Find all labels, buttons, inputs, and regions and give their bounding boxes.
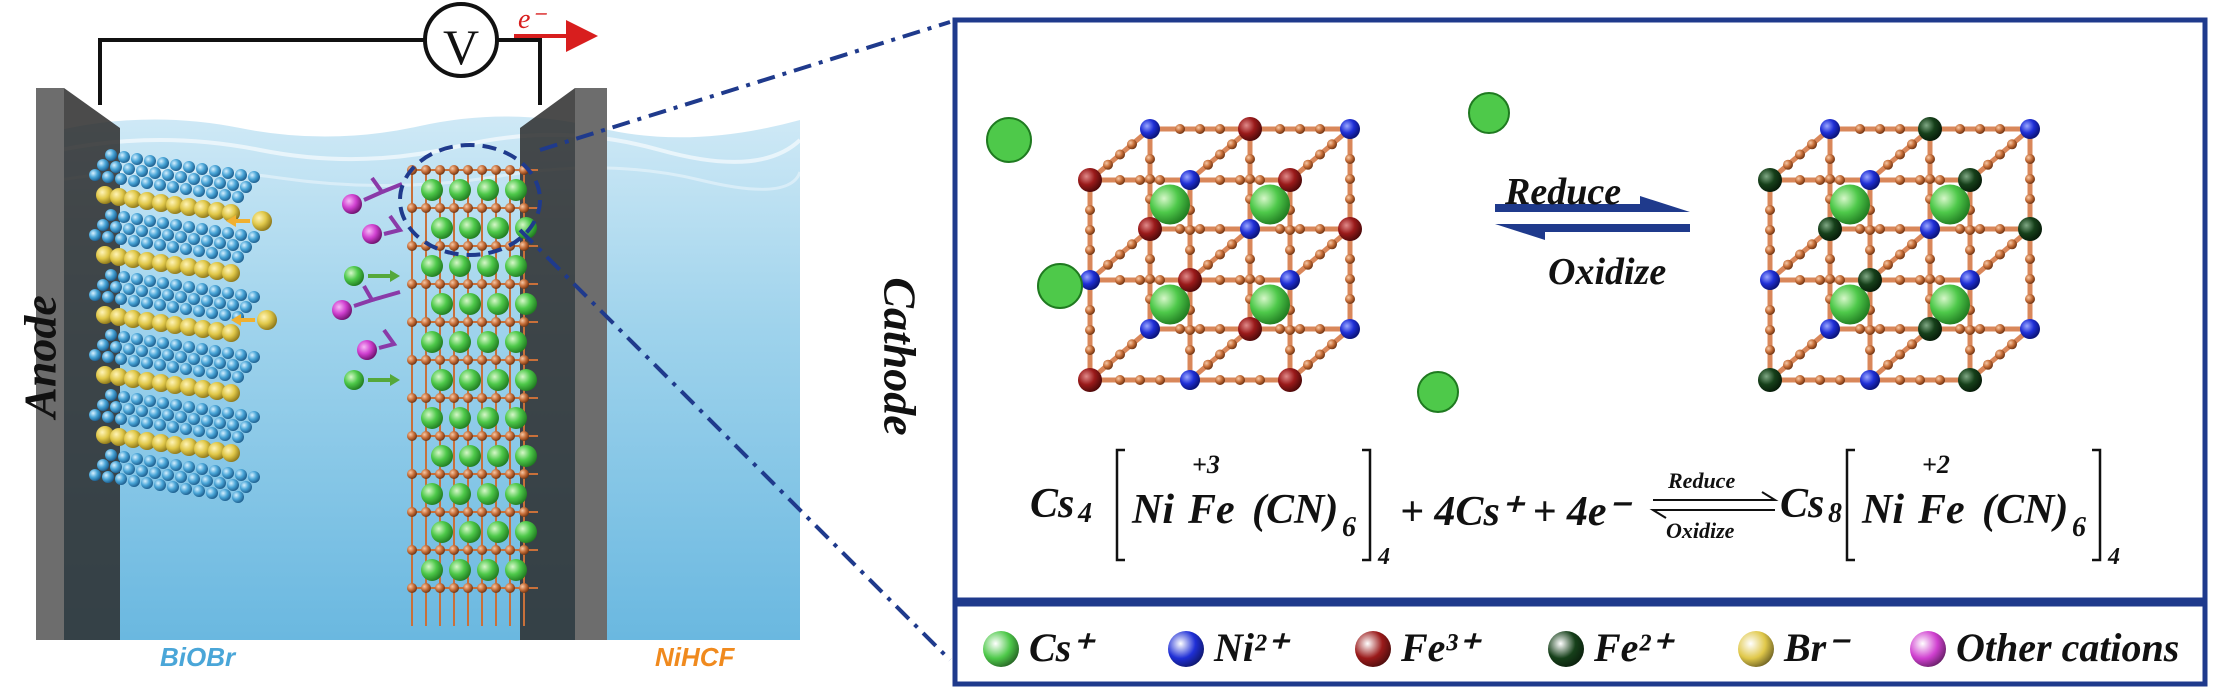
legend-item: Cs⁺ [983, 624, 1092, 671]
biobr-crystal [89, 149, 260, 503]
eq-ox-left: +3 [1192, 450, 1220, 479]
eq-reactant: Cs [1030, 481, 1075, 527]
migrating-ions [226, 176, 404, 390]
eq-cn-sub-left: 6 [1342, 512, 1356, 543]
voltmeter-label: V [442, 19, 480, 75]
legend-label: Fe³⁺ [1401, 625, 1479, 670]
redox-equation: Cs 4 Ni Fe +3 (CN) 6 4 + 4Cs⁺ + 4e⁻ Redu… [1020, 440, 2180, 570]
oxidize-label: Oxidize [1548, 251, 1667, 293]
legend-swatch-icon [1738, 631, 1774, 667]
eq-ni-right: Ni [1862, 487, 1904, 533]
legend-swatch-icon [983, 631, 1019, 667]
reduce-label: Reduce [1505, 171, 1622, 213]
eq-cn-left: (CN) [1252, 487, 1339, 533]
legend-label: Fe²⁺ [1594, 625, 1672, 670]
anode-label: Anode [14, 295, 66, 418]
anode-material-label: BiOBr [160, 642, 236, 672]
eq-product-sub: 8 [1828, 498, 1842, 529]
eq-cn-right: (CN) [1982, 487, 2069, 533]
electrochemical-cell [36, 2, 802, 640]
eq-bracket-sub-right: 4 [2108, 544, 2120, 570]
legend-item: Br⁻ [1738, 624, 1847, 671]
cathode-label: Cathode [874, 277, 926, 436]
external-circuit [98, 2, 598, 105]
legend-swatch-icon [1910, 631, 1946, 667]
eq-fe-left: Fe [1188, 487, 1235, 533]
legend-swatch-icon [1355, 631, 1391, 667]
legend-label: Other cations [1956, 625, 2180, 670]
voltmeter [423, 2, 499, 78]
legend-item: Other cations [1910, 624, 2179, 671]
legend-label: Br⁻ [1784, 625, 1848, 670]
oxidized-lattice [1078, 117, 1362, 392]
eq-arrow-bottom: Oxidize [1666, 518, 1735, 543]
eq-added-ions: + 4Cs⁺ + 4e⁻ [1400, 489, 1629, 535]
cathode-material-label: NiHCF [655, 642, 735, 672]
eq-product: Cs [1780, 481, 1825, 527]
eq-arrow-top: Reduce [1668, 468, 1736, 493]
legend-item: Ni²⁺ [1168, 624, 1287, 671]
legend-label: Cs⁺ [1029, 625, 1093, 670]
eq-ox-right: +2 [1922, 450, 1950, 479]
eq-reactant-sub: 4 [1078, 498, 1092, 529]
reduced-lattice [1758, 117, 2042, 392]
eq-ni-left: Ni [1132, 487, 1174, 533]
free-cs-ions [986, 92, 1510, 413]
eq-fe-right: Fe [1918, 487, 1965, 533]
legend-swatch-icon [1548, 631, 1584, 667]
eq-bracket-sub-left: 4 [1378, 544, 1390, 570]
legend-item: Fe²⁺ [1548, 624, 1672, 671]
cathode-plate [575, 88, 607, 640]
electron-label: e⁻ [518, 4, 546, 35]
legend-item: Fe³⁺ [1355, 624, 1479, 671]
legend-swatch-icon [1168, 631, 1204, 667]
legend-label: Ni²⁺ [1214, 625, 1288, 670]
zoom-region [398, 143, 542, 257]
anode-plate [36, 88, 64, 640]
eq-cn-sub-right: 6 [2072, 512, 2086, 543]
